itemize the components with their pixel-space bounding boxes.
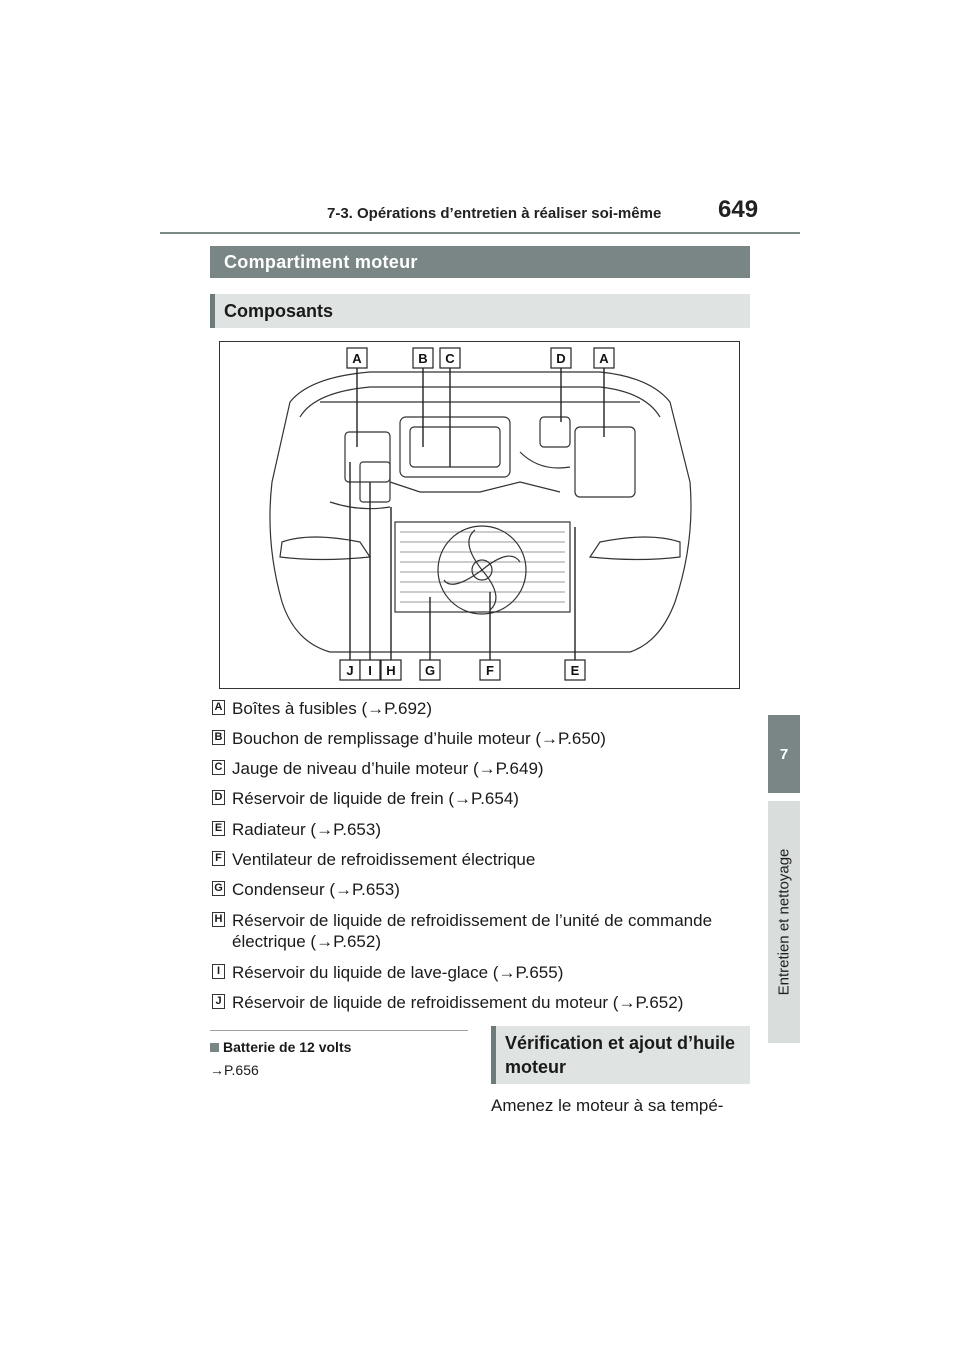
battery-heading: Batterie de 12 volts — [210, 1039, 351, 1055]
column-rule — [210, 1030, 468, 1031]
oil-check-heading: Vérification et ajout d’huile moteur — [491, 1026, 750, 1084]
chapter-tab-number: 7 — [768, 715, 800, 793]
legend-marker: J — [212, 994, 225, 1009]
square-bullet-icon — [210, 1043, 219, 1052]
legend-text: Boîtes à fusibles (→P.692) — [232, 699, 433, 718]
legend-text: Réservoir de liquide de frein (→P.654) — [232, 789, 519, 808]
diagram-label-bottom-e: E — [571, 663, 580, 678]
legend-marker: G — [212, 881, 225, 896]
legend-marker: B — [212, 730, 225, 745]
diagram-label-top-c: C — [445, 351, 455, 366]
legend-marker: D — [212, 790, 225, 805]
legend-text: Ventilateur de refroidissement électriqu… — [232, 850, 536, 869]
legend-marker: H — [212, 912, 225, 927]
section-heading: Compartiment moteur — [210, 246, 750, 278]
legend-marker: E — [212, 821, 225, 836]
legend-marker: A — [212, 700, 225, 715]
diagram-label-bottom-g: G — [425, 663, 435, 678]
diagram-label-top-a2: A — [599, 351, 609, 366]
chapter-tab-label: Entretien et nettoyage — [775, 848, 793, 996]
legend-text: Radiateur (→P.653) — [232, 820, 381, 839]
diagram-label-bottom-f: F — [486, 663, 494, 678]
diagram-label-bottom-h: H — [386, 663, 395, 678]
legend-text: Bouchon de remplissage d’huile moteur (→… — [232, 729, 606, 748]
legend-marker: I — [212, 964, 225, 979]
battery-heading-text: Batterie de 12 volts — [223, 1039, 352, 1055]
legend-text: Condenseur (→P.653) — [232, 880, 400, 899]
legend-text: Réservoir du liquide de lave-glace (→P.6… — [232, 963, 564, 982]
subsection-heading: Composants — [210, 294, 750, 328]
diagram-label-top-b: B — [418, 351, 427, 366]
battery-reference: →P.656 — [210, 1062, 259, 1078]
running-header: 7-3. Opérations d’entretien à réaliser s… — [327, 205, 662, 222]
engine-illustration: A B C D A J I H G F E — [269, 347, 692, 681]
legend-marker: C — [212, 760, 225, 775]
diagram-label-top-d: D — [556, 351, 565, 366]
oil-check-body: Amenez le moteur à sa tempé- — [491, 1096, 724, 1115]
page-number: 649 — [718, 196, 759, 223]
legend-marker: F — [212, 851, 225, 866]
engine-compartment-diagram: A B C D A J I H G F E — [219, 341, 740, 689]
chapter-tab-label-box — [768, 801, 800, 1043]
legend-text: Réservoir de liquide de refroidissement … — [232, 911, 713, 951]
diagram-label-bottom-j: J — [346, 663, 353, 678]
legend-text: Réservoir de liquide de refroidissement … — [232, 993, 684, 1012]
diagram-label-top-a: A — [352, 351, 362, 366]
diagram-label-bottom-i: I — [368, 663, 372, 678]
header-rule — [160, 232, 800, 234]
legend-text: Jauge de niveau d’huile moteur (→P.649) — [232, 759, 544, 778]
